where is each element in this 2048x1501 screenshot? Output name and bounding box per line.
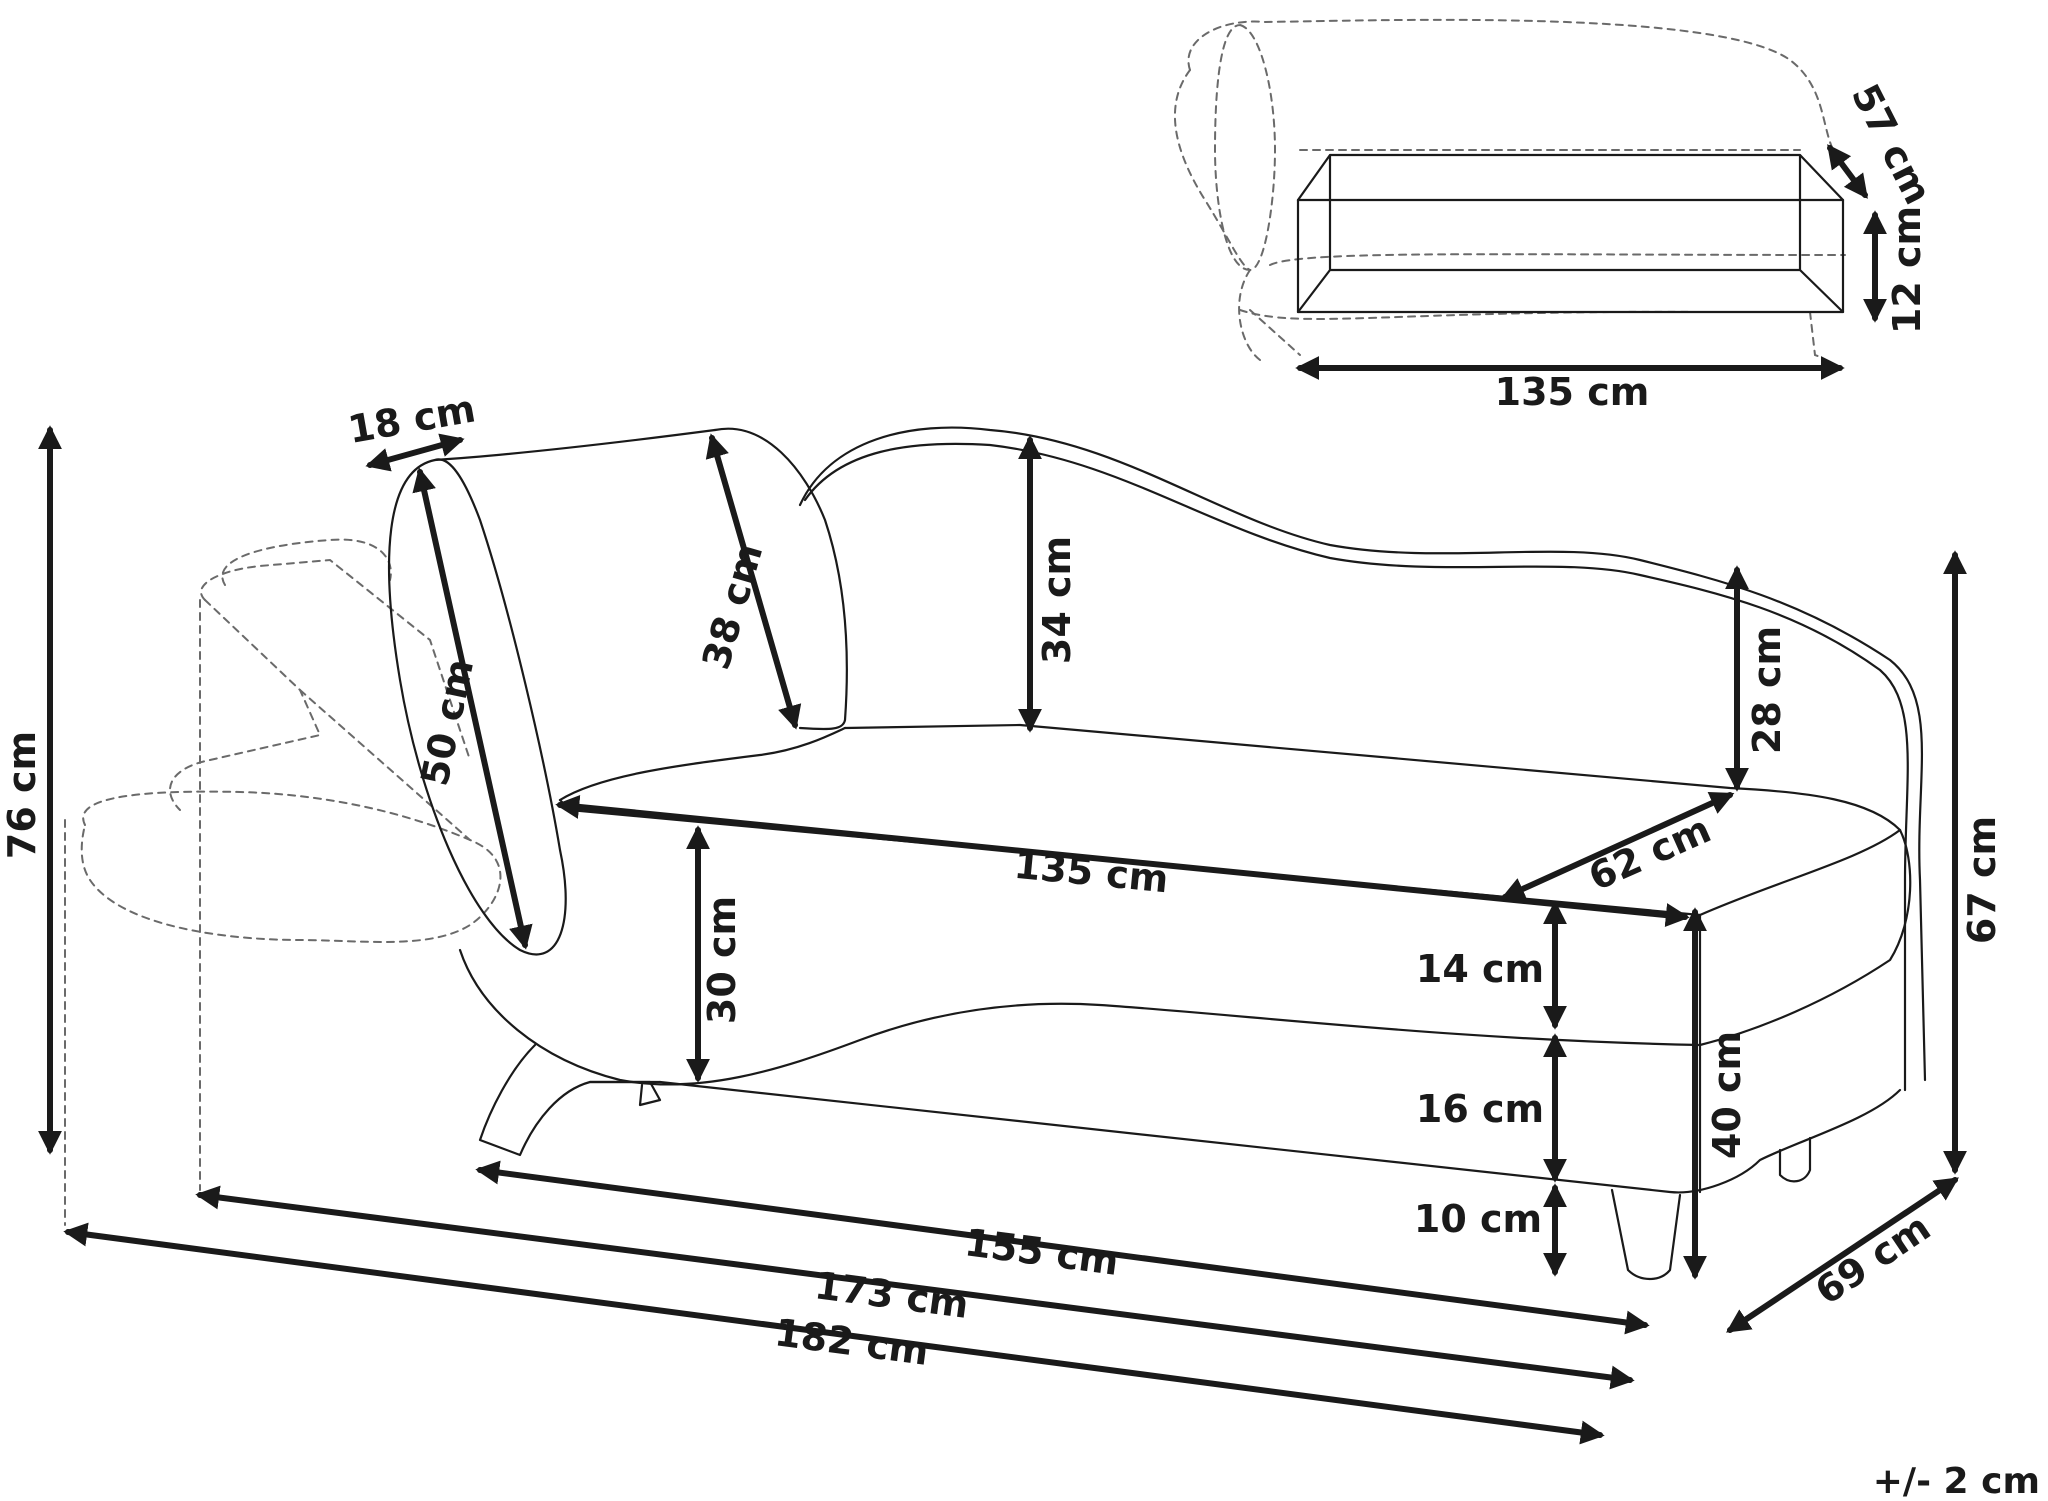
- dim-line-18: [365, 433, 465, 472]
- pillow-top-edge: [433, 428, 717, 462]
- label-30: 30 cm: [700, 896, 744, 1024]
- inset-ghost-pillow: [1213, 24, 1277, 272]
- armrest-body: [458, 948, 1702, 1086]
- label-16: 16 cm: [1416, 1087, 1544, 1131]
- pillow-outline: [387, 458, 567, 956]
- label-50: 50 cm: [412, 655, 482, 790]
- leg-front-right: [1610, 1188, 1682, 1281]
- storage-inset: [1174, 18, 1846, 361]
- dimension-labels: 76 cm 67 cm 69 cm 155 cm 173 cm 182 cm 1…: [0, 386, 2004, 1374]
- label-10: 10 cm: [1414, 1197, 1542, 1241]
- label-76: 76 cm: [0, 731, 44, 859]
- inset-ghost-backrest: [1187, 18, 1841, 161]
- inset-ghost-arm: [1174, 69, 1251, 271]
- label-135-seat: 135 cm: [1012, 843, 1170, 902]
- backrest-inner: [803, 442, 1909, 1092]
- dim-line-69: [1726, 1177, 1959, 1333]
- inset-dim-line-57: [1827, 144, 1868, 199]
- inset-storage-front: [1296, 198, 1845, 314]
- dim-line-135-seat: [555, 794, 1690, 928]
- label-69: 69 cm: [1807, 1205, 1938, 1313]
- seat-cushion-right: [1698, 828, 1912, 1047]
- dim-line-50: [412, 467, 533, 950]
- inset-dimension-lines: [1295, 144, 1887, 380]
- dim-line-62: [1500, 791, 1735, 901]
- label-34: 34 cm: [1035, 536, 1079, 664]
- ghost-arm-inner: [169, 599, 322, 811]
- seat-front-top: [558, 726, 847, 802]
- inset-ghost-seat: [1239, 149, 1846, 320]
- ghost-armrest-top: [221, 538, 392, 586]
- label-40: 40 cm: [1705, 1031, 1749, 1159]
- inset-label-12: 12 cm: [1885, 206, 1929, 334]
- ghost-bolster: [80, 790, 502, 943]
- seat-top: [843, 723, 1902, 832]
- label-62: 62 cm: [1582, 807, 1717, 899]
- dimension-lines: [38, 425, 1967, 1445]
- label-182: 182 cm: [772, 1310, 931, 1374]
- label-155: 155 cm: [962, 1220, 1121, 1284]
- ghost-armrest-curve: [200, 558, 471, 761]
- label-14: 14 cm: [1416, 947, 1544, 991]
- dim-line-38: [705, 433, 802, 730]
- label-67: 67 cm: [1960, 816, 2004, 944]
- tolerance-note: +/- 2 cm: [1873, 1461, 2040, 1501]
- label-28: 28 cm: [1745, 626, 1789, 754]
- inset-label-57: 57 cm: [1843, 77, 1940, 211]
- leg-front-left: [478, 1043, 662, 1157]
- dim-line-182: [63, 1222, 1605, 1445]
- inset-label-135: 135 cm: [1495, 370, 1650, 414]
- inset-ghost-base: [1238, 269, 1824, 361]
- inset-storage-top: [1296, 153, 1845, 314]
- backrest-outline: [798, 426, 1927, 1082]
